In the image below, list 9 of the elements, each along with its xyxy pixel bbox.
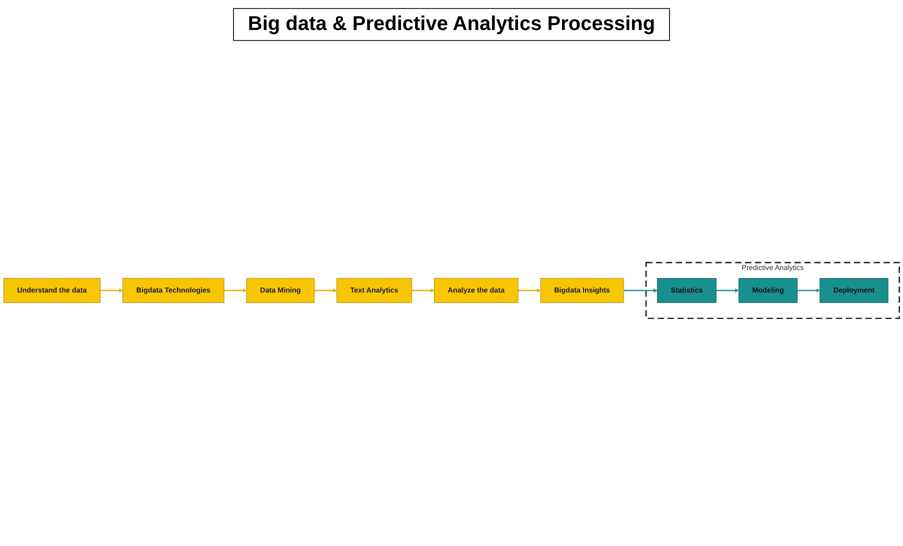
arrow: [624, 288, 658, 292]
arrow: [716, 288, 739, 292]
arrow: [797, 288, 820, 292]
title: Big data & Predictive Analytics Processing: [232, 8, 670, 41]
arrow: [412, 288, 434, 292]
arrow: [314, 288, 337, 292]
arrow: [100, 288, 123, 292]
arrow: [224, 288, 247, 292]
arrow: [518, 288, 541, 292]
